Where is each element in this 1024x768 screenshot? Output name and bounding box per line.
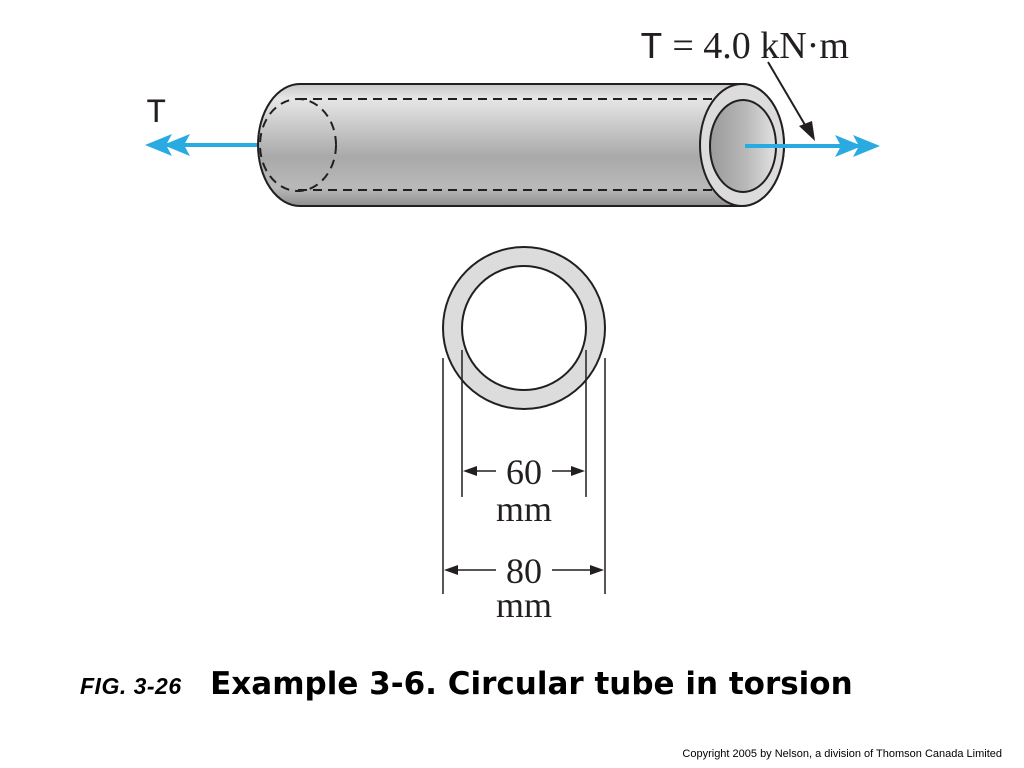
cross-section [442, 246, 606, 410]
circular-tube [257, 83, 785, 207]
outer-diameter-unit: mm [496, 585, 552, 625]
left-torque-label: T [146, 95, 166, 133]
right-torque-label: T = 4.0 kN·m [640, 25, 849, 70]
inner-diameter-value: 60 [506, 452, 542, 492]
torque-leader-arrow [767, 61, 815, 141]
torque-symbol: T [640, 27, 663, 70]
inner-diameter-unit: mm [496, 489, 552, 529]
figure-title: Example 3-6. Circular tube in torsion [210, 666, 853, 702]
figure-number: FIG. 3-26 [80, 673, 182, 699]
torque-value: = 4.0 kN·m [663, 25, 849, 67]
left-torque-arrow [145, 134, 257, 156]
hidden-bore-lines [259, 98, 735, 192]
copyright-notice: Copyright 2005 by Nelson, a division of … [682, 748, 1002, 760]
right-torque-arrow [745, 135, 880, 157]
outer-diameter-dimension: 80 mm [444, 551, 604, 625]
inner-diameter-dimension: 60 mm [463, 452, 585, 529]
dimension-extension-lines [442, 350, 606, 594]
outer-diameter-value: 80 [506, 551, 542, 591]
figure-caption: FIG. 3-26 Example 3-6. Circular tube in … [80, 666, 853, 702]
tube-end-face [699, 83, 785, 207]
